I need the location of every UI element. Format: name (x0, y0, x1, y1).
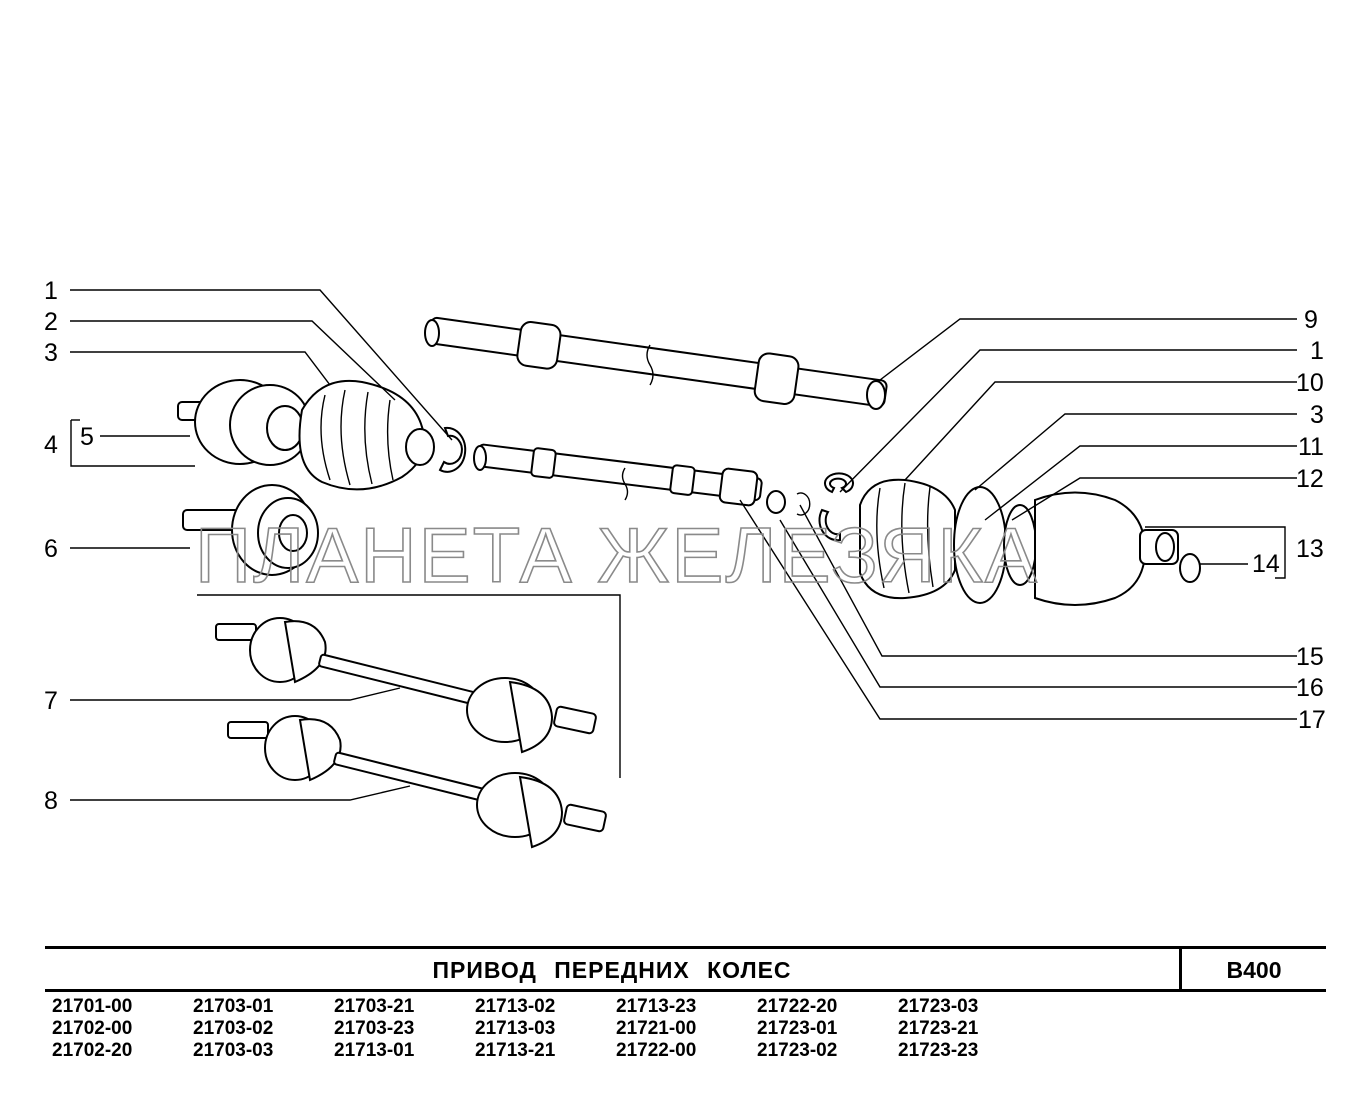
callout-7: 7 (44, 687, 58, 715)
model-number: 21713-23 (616, 996, 697, 1017)
model-number: 21723-03 (898, 996, 979, 1017)
model-number: 21713-03 (475, 1018, 556, 1039)
inner-joint-assembly (818, 472, 1201, 606)
model-number: 21703-23 (334, 1018, 415, 1039)
callout-6: 6 (44, 535, 58, 563)
model-column: 21723-03 21723-21 21723-23 (898, 996, 1039, 1062)
model-number: 21701-00 (52, 996, 133, 1017)
model-number: 21702-00 (52, 1018, 133, 1039)
model-number: 21703-03 (193, 1040, 274, 1061)
callout-13: 13 (1296, 535, 1324, 563)
leader-lines-left (70, 289, 453, 801)
model-number: 21723-02 (757, 1040, 838, 1061)
callout-1-left: 1 (44, 277, 58, 305)
callout-9: 9 (1304, 306, 1318, 334)
callout-17: 17 (1298, 706, 1326, 734)
model-number: 21713-02 (475, 996, 556, 1017)
model-column: 21703-21 21703-23 21713-01 (334, 996, 475, 1062)
title-bar: ПРИВОД ПЕРЕДНИХ КОЛЕС В400 (45, 946, 1326, 992)
shaft-part-9 (424, 316, 888, 410)
model-number: 21703-02 (193, 1018, 274, 1039)
callout-5: 5 (80, 423, 94, 451)
callout-4: 4 (44, 431, 58, 459)
model-list: 21701-00 21702-00 21702-20 21703-01 2170… (52, 996, 1039, 1062)
callout-10: 10 (1296, 369, 1324, 397)
model-number: 21723-21 (898, 1018, 979, 1039)
model-number: 21702-20 (52, 1040, 133, 1061)
model-number: 21703-01 (193, 996, 274, 1017)
model-number: 21723-23 (898, 1040, 979, 1061)
page-title: ПРИВОД ПЕРЕДНИХ КОЛЕС (432, 957, 792, 983)
callout-8: 8 (44, 787, 58, 815)
section-code: В400 (1226, 957, 1282, 983)
watermark-text: ПЛАНЕТА ЖЕЛЕЗЯКА (195, 511, 1039, 599)
model-column: 21713-02 21713-03 21713-21 (475, 996, 616, 1062)
model-number: 21721-00 (616, 1018, 697, 1039)
callout-15: 15 (1296, 643, 1324, 671)
model-number: 21703-21 (334, 996, 415, 1017)
callout-3-right: 3 (1310, 401, 1324, 429)
model-number: 21722-20 (757, 996, 838, 1017)
outer-joint-assembly (177, 379, 467, 491)
leader-lines-right (739, 318, 1297, 720)
callout-14: 14 (1252, 550, 1280, 578)
joint-part-6 (182, 484, 319, 576)
model-number: 21713-01 (334, 1040, 415, 1061)
callout-2: 2 (44, 308, 58, 336)
model-column: 21701-00 21702-00 21702-20 (52, 996, 193, 1062)
model-column: 21722-20 21723-01 21723-02 (757, 996, 898, 1062)
callout-3-left: 3 (44, 339, 58, 367)
title-divider (1179, 946, 1182, 992)
model-column: 21703-01 21703-02 21703-03 (193, 996, 334, 1062)
model-number: 21723-01 (757, 1018, 838, 1039)
bracket-7-8 (197, 594, 621, 778)
model-number: 21722-00 (616, 1040, 697, 1061)
drive-shaft-part-7 (215, 617, 597, 754)
shaft-middle (473, 443, 811, 516)
callout-1-right: 1 (1310, 337, 1324, 365)
callout-11: 11 (1298, 433, 1324, 461)
drive-shaft-part-8 (227, 715, 607, 849)
model-column: 21713-23 21721-00 21722-00 (616, 996, 757, 1062)
callout-16: 16 (1296, 674, 1324, 702)
callout-12: 12 (1296, 465, 1324, 493)
model-number: 21713-21 (475, 1040, 556, 1061)
